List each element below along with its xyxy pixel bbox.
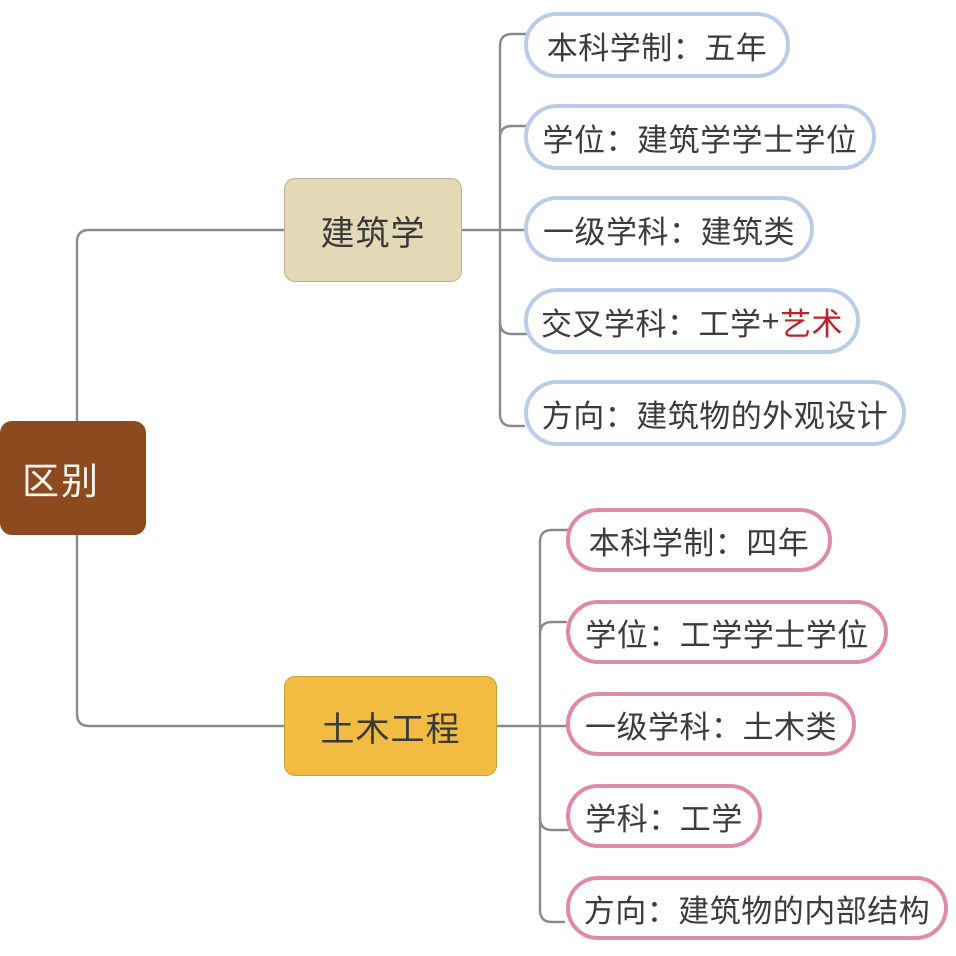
connector-arch-leaf-5-corner [498, 412, 514, 428]
leaf-node-arch-4[interactable]: 交叉学科：工学+艺术 [524, 288, 860, 354]
leaf-node-arch-4-label-prefix: 交叉学科：工学 [540, 306, 762, 342]
connector-civil-leaf-1-corner [538, 528, 554, 544]
branch-node-architecture-label: 建筑学 [320, 214, 426, 253]
leaf-node-arch-5[interactable]: 方向：建筑物的外观设计 [524, 380, 906, 446]
branch-node-civil-engineering[interactable]: 土木工程 [284, 676, 497, 776]
leaf-node-arch-2[interactable]: 学位：建筑学学士学位 [524, 104, 876, 170]
leaf-node-civil-3-label: 一级学科：土木类 [585, 709, 837, 745]
leaf-node-civil-2[interactable]: 学位：工学学士学位 [566, 600, 888, 664]
branch-node-civil-engineering-label: 土木工程 [320, 710, 461, 749]
branch-node-architecture[interactable]: 建筑学 [284, 178, 462, 282]
root-node[interactable]: 区别 [0, 421, 146, 535]
leaf-node-arch-1-label: 本科学制：五年 [546, 30, 768, 66]
root-node-label: 区别 [22, 461, 100, 502]
leaf-node-civil-5[interactable]: 方向：建筑物的内部结构 [566, 876, 948, 940]
leaf-node-civil-4-label: 学科：工学 [585, 801, 743, 837]
leaf-node-arch-3-label: 一级学科：建筑类 [543, 214, 795, 250]
leaf-node-civil-1[interactable]: 本科学制：四年 [566, 508, 832, 572]
leaf-node-arch-2-label: 学位：建筑学学士学位 [542, 122, 858, 158]
connector-arch-leaf-1-corner [498, 32, 514, 48]
leaf-node-arch-3[interactable]: 一级学科：建筑类 [524, 196, 814, 262]
leaf-node-civil-5-label: 方向：建筑物的内部结构 [583, 893, 931, 929]
connector-arch-leaf-4-corner [498, 320, 514, 336]
connector-arch-leaf-2-corner [498, 124, 514, 140]
connector-civil-leaf-2-corner [538, 620, 554, 636]
leaf-node-arch-4-plus: + [761, 303, 781, 338]
leaf-node-arch-4-highlight: 艺术 [780, 306, 844, 342]
leaf-node-civil-3[interactable]: 一级学科：土木类 [566, 692, 856, 756]
leaf-node-civil-2-label: 学位：工学学士学位 [585, 617, 869, 653]
connector-civil-leaf-4-corner [538, 816, 554, 832]
connector-civil-leaf-5-corner [538, 908, 554, 924]
leaf-node-arch-1[interactable]: 本科学制：五年 [524, 12, 790, 78]
leaf-node-civil-4[interactable]: 学科：工学 [566, 784, 762, 848]
leaf-node-arch-5-label: 方向：建筑物的外观设计 [541, 398, 889, 434]
leaf-node-civil-1-label: 本科学制：四年 [588, 525, 810, 561]
